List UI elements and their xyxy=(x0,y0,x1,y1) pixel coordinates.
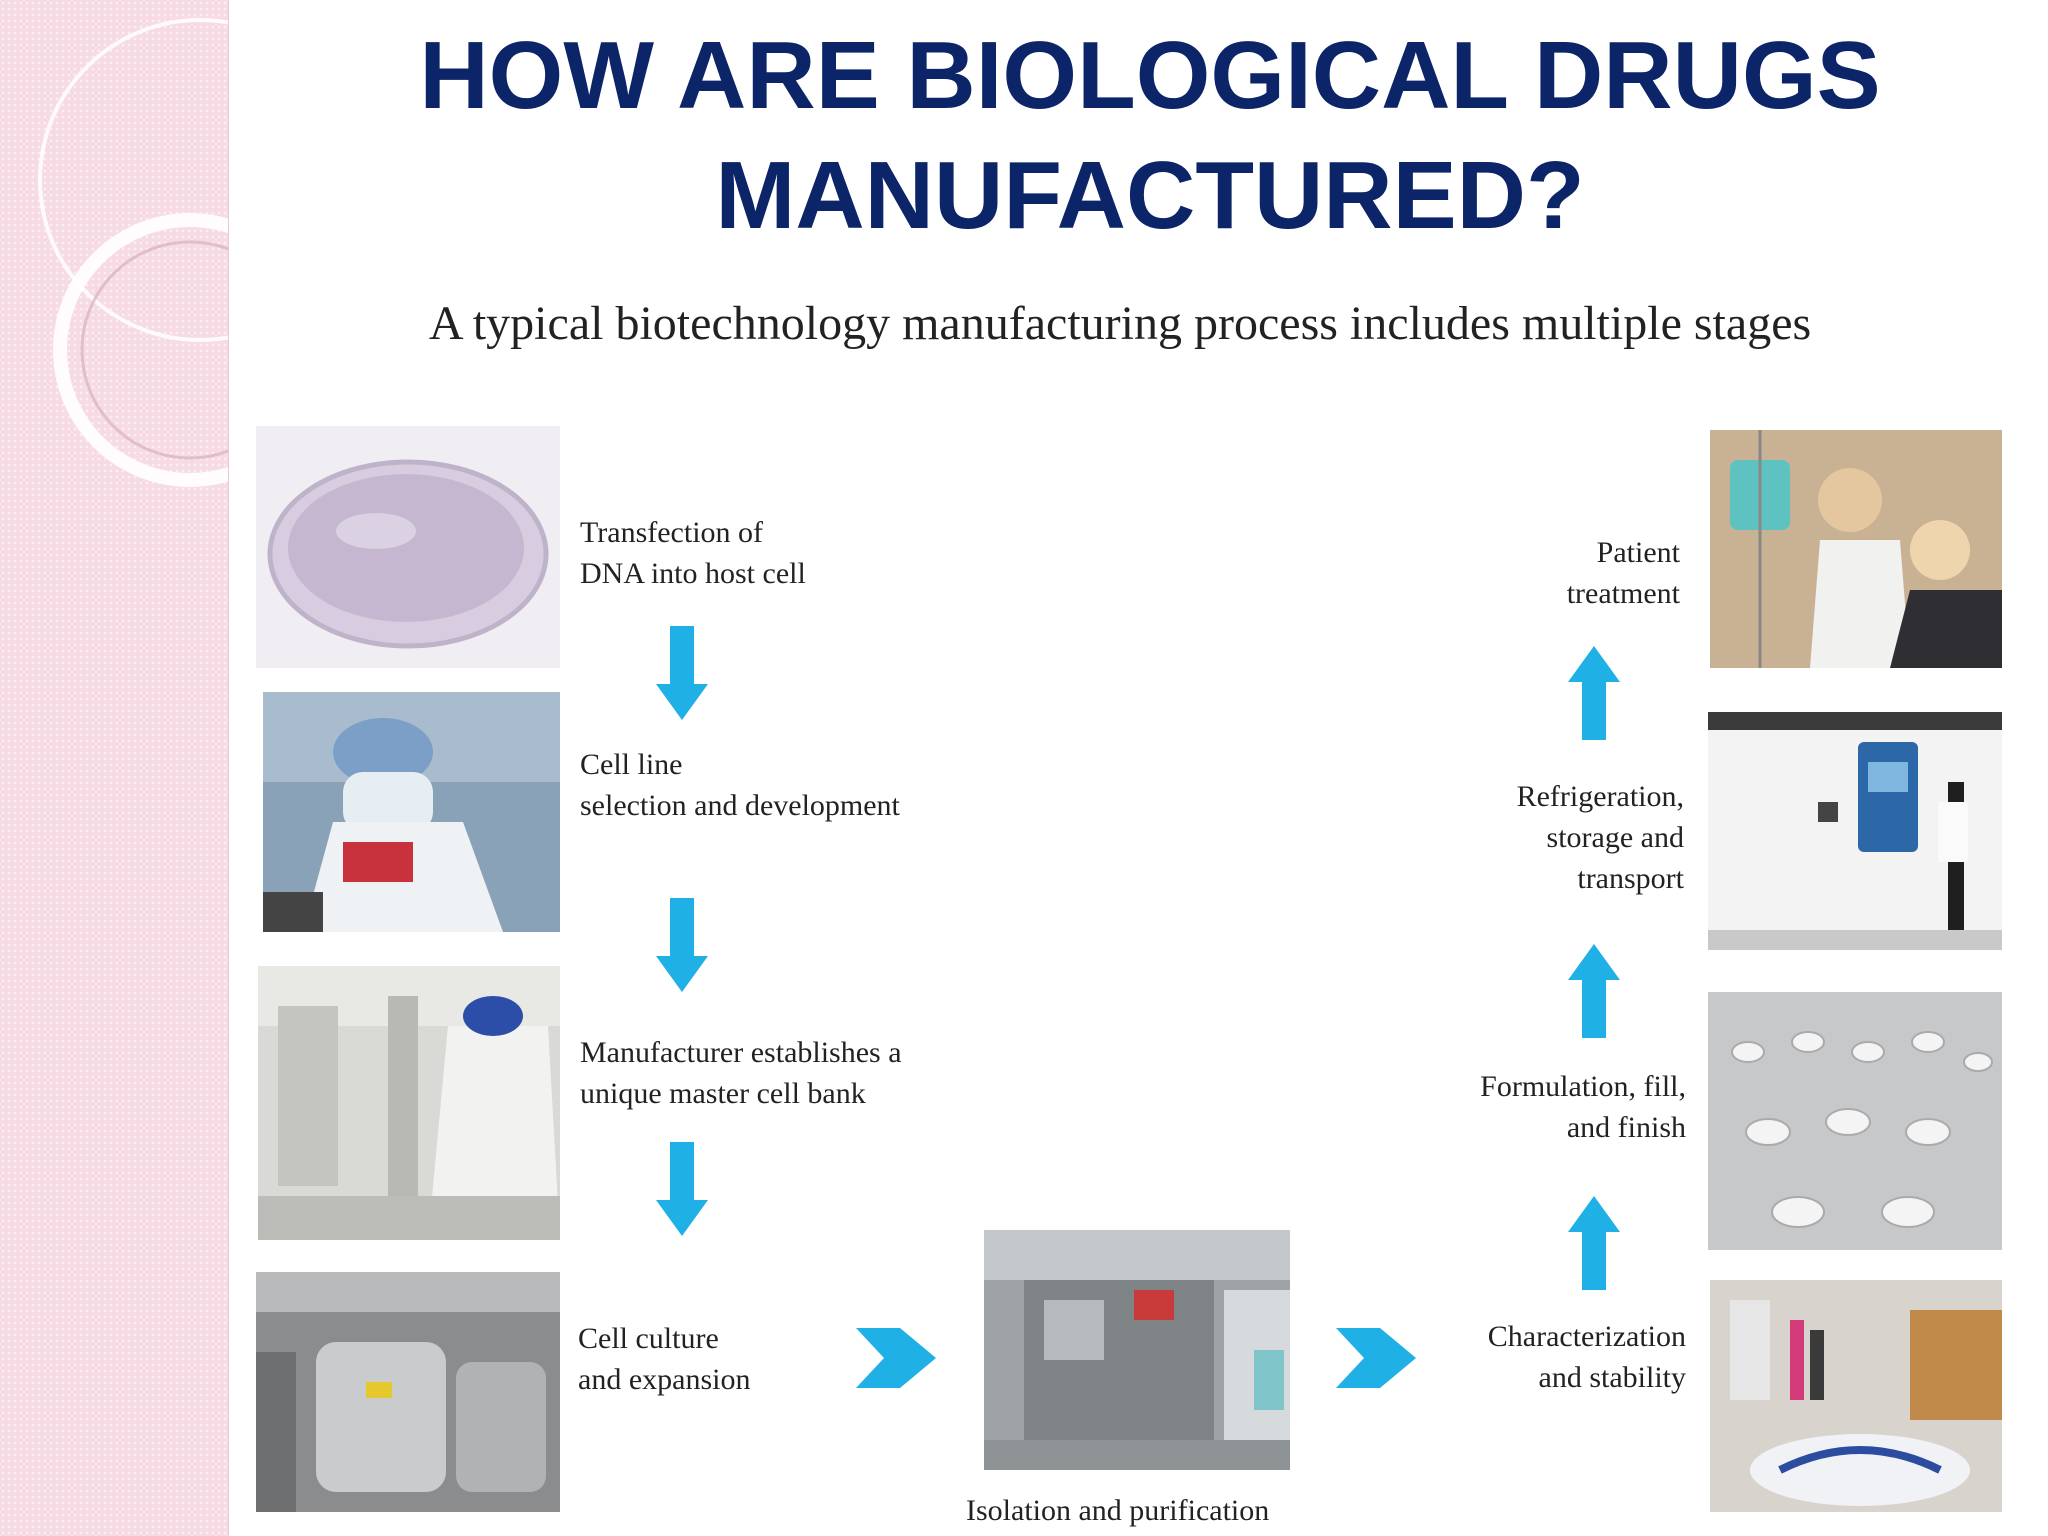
petri-dish-photo xyxy=(256,426,560,668)
stage-label-cell-line: Cell line selection and development xyxy=(580,748,900,822)
cold-storage-photo xyxy=(1708,712,2002,950)
down-arrow-icon xyxy=(656,626,708,720)
down-arrow-icon xyxy=(656,898,708,992)
down-arrow-icon xyxy=(656,1142,708,1236)
cell-bank-lab-photo xyxy=(258,966,560,1240)
patient-treatment-photo xyxy=(1710,430,2002,668)
lab-scientist-photo xyxy=(263,692,560,932)
stage-label-isolation: Isolation and purification xyxy=(966,1494,1270,1527)
up-arrow-icon xyxy=(1568,1196,1620,1290)
up-arrow-icon xyxy=(1568,944,1620,1038)
slide-subtitle: A typical biotechnology manufacturing pr… xyxy=(428,297,1812,350)
decorative-sidebar xyxy=(0,0,229,1536)
stage-label-formulation: Formulation, fill, and finish xyxy=(1480,1070,1686,1144)
stage-label-master-cell-bank: Manufacturer establishes a unique master… xyxy=(580,1036,902,1110)
stage-label-patient: Patient treatment xyxy=(1566,536,1680,610)
stage-label-cell-culture: Cell culture and expansion xyxy=(578,1322,751,1396)
right-arrow-icon xyxy=(856,1328,936,1388)
slide-title: HOW ARE BIOLOGICAL DRUGS MANUFACTURED? xyxy=(419,22,1881,249)
up-arrow-icon xyxy=(1568,646,1620,740)
stage-label-characterization: Characterization and stability xyxy=(1487,1320,1686,1394)
vials-photo xyxy=(1708,992,2002,1250)
bioreactor-photo xyxy=(256,1272,560,1512)
stage-label-refrigeration: Refrigeration, storage and transport xyxy=(1516,780,1684,895)
analysis-lab-photo xyxy=(1710,1280,2002,1512)
decorative-rings xyxy=(38,18,228,487)
stage-label-transfection: Transfection of DNA into host cell xyxy=(580,516,806,590)
right-arrow-icon xyxy=(1336,1328,1416,1388)
purification-equipment-photo xyxy=(984,1230,1290,1470)
